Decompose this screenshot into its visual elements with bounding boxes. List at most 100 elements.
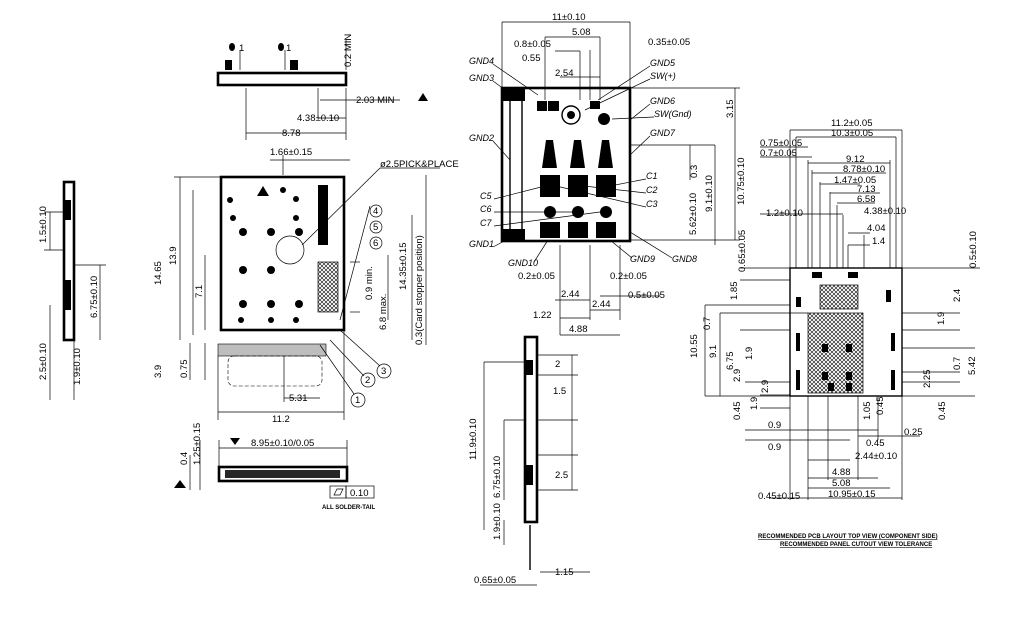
dim-0.55: 0.55 [522,53,541,64]
pin-c7: C7 [480,218,492,228]
fp-dim-0.7-left: 0.7 [702,317,713,330]
dim-1.15: 1.15 [555,567,574,578]
card-slot [217,343,327,357]
dim-13.9: 13.9 [168,247,179,266]
contact-springs [540,140,616,238]
balloon-6: 6 [369,236,383,250]
fp-dim-0.9-a: 0.9 [768,420,781,431]
pin-gnd5: GND5 [650,58,676,68]
fp-dim-2.9-b: 2.9 [760,380,771,393]
pin-view: 11±0.10 5.08 0.8±0.05 0.55 0.35±0.05 2.5… [469,12,747,336]
fp-dim-0.45-left: 0.45 [732,402,743,421]
fp-dim-10.95: 10.95±0.15 [828,489,875,500]
dim-1.25: 1.25±0.15 [192,423,203,465]
dim-6.75: 6.75±0.10 [89,276,100,318]
fp-dim-10.55: 10.55 [689,334,700,358]
balloon-1: 1 [350,392,366,408]
dim-0.5: 0.5±0.05 [628,290,665,301]
fp-dim-0.45-015: 0.45±0.15 [758,491,800,502]
svg-text:1: 1 [286,43,291,54]
dim-4.38: 4.38±0.10 [297,113,339,124]
fp-dim-0.45-right: 0.45 [937,402,948,421]
fp-dim-1.05: 1.05 [862,402,873,421]
fp-dim-6.58: 6.58 [857,194,876,205]
pin-gnd7: GND7 [650,128,676,138]
dim-6.8-max: 6.8 max. [378,294,389,330]
dim-11: 11±0.10 [552,12,586,23]
pin-gnd8: GND8 [672,254,697,264]
dim-9.1: 9.1±0.10 [704,175,715,212]
dim-6.75: 6.75±0.10 [492,456,503,498]
dim-0.35: 0.35±0.05 [648,37,690,48]
dim-0.2-left: 0.2±0.05 [518,271,555,282]
dim-14.35: 14.35±0.15 [398,243,409,290]
balloon-5: 5 [369,220,383,234]
pcb-footprint: 11.2±0.05 10.3±0.05 0.75±0.05 0.7±0.05 9… [689,118,980,548]
front-profile [217,465,349,483]
left-profile [62,180,76,342]
svg-text:6: 6 [373,238,378,249]
fp-dim-0.65: 0.65±0.05 [737,230,748,272]
balloon-2: 2 [360,372,376,388]
pick-place-circle [275,235,305,265]
fp-dim-0.5: 0.5±0.10 [968,231,979,268]
dim-2.5: 2.5 [555,470,568,481]
side2-profile [523,335,539,524]
balloon-4: 4 [369,204,383,218]
dim-1.5: 1.5±0.10 [38,206,49,243]
pin-sw-plus: SW(+) [650,71,676,81]
svg-text:1: 1 [355,395,360,406]
dim-0.75: 0.75 [179,360,190,379]
dim-0.2-right: 0.2±0.05 [610,271,647,282]
side-profile [216,71,348,87]
fp-dim-4.88: 4.88 [832,467,851,478]
pin-body [500,86,632,243]
dim-0.3: 0.3 [689,165,700,178]
pin-gnd6: GND6 [650,96,675,106]
dim-5.31: 5.31 [289,393,308,404]
pin-gnd3: GND3 [469,73,494,83]
pin-c5: C5 [480,191,492,201]
front-view: 8.95±0.10/0.05 0.4 1.25±0.15 0.10 ALL SO… [174,423,375,511]
dim-2.44-b: 2.44 [592,299,611,310]
dim-7.1: 7.1 [194,285,205,298]
dim-2.54: 2.54 [555,68,574,79]
dim-0.2-min: 0.2 MIN [343,34,354,67]
svg-text:4: 4 [373,206,378,217]
fp-dim-1.85: 1.85 [729,282,740,301]
fp-dim-4.38: 4.38±0.10 [864,206,906,217]
fp-dim-11.2: 11.2±0.05 [831,118,873,129]
dim-1a: 1 [229,43,244,54]
fp-dim-2.9-a: 2.9 [732,369,743,382]
hole-pattern [227,187,303,323]
dim-10.75: 10.75±0.10 [736,158,747,205]
fp-dim-1.9-bottom: 1.9 [749,397,760,410]
dim-8.78: 8.78 [282,128,301,139]
fp-dim-10.3: 10.3±0.05 [831,128,873,139]
fp-dim-4.04: 4.04 [867,223,886,234]
fp-dim-0.45-mid: 0.45 [875,397,886,416]
pin-c3: C3 [646,199,658,209]
pin-c6: C6 [480,204,492,214]
fp-dim-9.12: 9.12 [846,154,865,165]
solder-tail-note: ALL SOLDER-TAIL [322,505,375,511]
fp-dim-0.25: 0.25 [904,427,923,438]
dim-0.4: 0.4 [179,452,190,465]
dim-2: 2 [555,359,560,370]
svg-text:1: 1 [239,43,244,54]
fp-dim-2.44: 2.44±0.10 [855,451,897,462]
dim-2.03-min: 2.03 MIN [356,95,395,106]
dim-14.65: 14.65 [153,261,164,285]
fp-dim-1.9-left: 1.9 [744,347,755,360]
fp-dim-9.1: 9.1 [708,345,719,358]
dim-3.9: 3.9 [153,365,164,378]
fp-dim-1.47: 1.47±0.05 [834,175,876,186]
dim-card-stopper: 0.3(Card stopper position) [414,235,425,345]
fp-dim-8.78: 8.78±0.10 [843,164,885,175]
pin-sw-gnd: SW(Gnd) [654,109,692,119]
dim-11.9: 11.9±0.10 [468,419,479,461]
flatness-tol: 0.10 [350,488,369,499]
dim-11.2: 11.2 [272,414,290,425]
fp-dim-1.4: 1.4 [872,236,885,247]
